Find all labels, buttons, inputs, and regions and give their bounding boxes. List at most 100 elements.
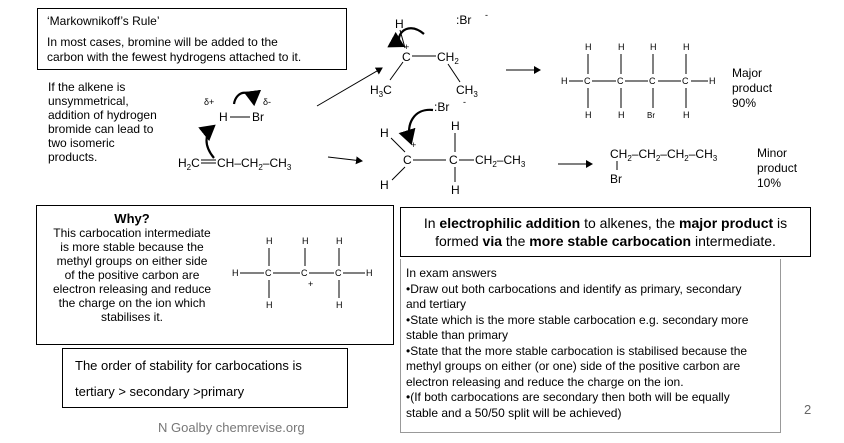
svg-text:H: H (709, 76, 716, 86)
svg-text:H: H (585, 42, 592, 52)
text-run: formed (435, 233, 483, 249)
electrophilic-line-2: formed via the more stable carbocation i… (401, 233, 810, 250)
rule-title: ‘Markownikoff’s Rule’ (47, 14, 160, 28)
top-c: C (402, 50, 411, 64)
curly-arrow-alkene (198, 124, 216, 159)
curly-arrow-br-top (387, 27, 425, 48)
top-h: H (395, 17, 404, 31)
top-ch2: CH2 (437, 50, 459, 66)
exam-line: •(If both carbocations are secondary the… (406, 390, 730, 404)
br-ion-bottom: :Br (434, 100, 449, 114)
why-title: Why? (114, 211, 150, 226)
svg-text:H: H (683, 110, 690, 120)
minor-label: product (757, 161, 798, 175)
minor-br: Br (610, 172, 622, 186)
exam-answers-box: In exam answers •Draw out both carbocati… (400, 260, 780, 432)
hbr-h: H (219, 110, 228, 124)
svg-text:H: H (618, 110, 625, 120)
intro-line: If the alkene is (48, 80, 126, 94)
exam-box-border (400, 432, 780, 433)
exam-line: methyl groups on either (or one) side of… (406, 359, 741, 373)
why-line: methyl groups on either side (56, 254, 208, 268)
top-h3c: H3C (370, 83, 392, 99)
stability-box: The order of stability for carbocations … (62, 348, 348, 408)
bot-h-top: H (451, 119, 460, 133)
text-run: electrophilic addition (439, 215, 581, 231)
exam-box-border (780, 259, 781, 433)
text-run: the (502, 233, 530, 249)
br-ion-top: :Br (456, 13, 471, 27)
rule-line-2: carbon with the fewest hydrogens attache… (47, 50, 302, 64)
major-label: product (732, 81, 773, 95)
curly-arrow-hbr (232, 89, 262, 107)
intro-line: unsymmetrical, (48, 94, 129, 108)
intro-text: If the alkene is unsymmetrical, addition… (48, 80, 157, 164)
svg-text:H: H (585, 110, 592, 120)
svg-text:H: H (618, 42, 625, 52)
major-label: Major (732, 66, 762, 80)
rule-box: ‘Markownikoff’s Rule’ In most cases, bro… (37, 8, 347, 70)
svg-text:H: H (683, 42, 690, 52)
svg-text:C: C (617, 76, 624, 86)
minor-label: 10% (757, 176, 781, 190)
rule-line-1: In most cases, bromine will be added to … (47, 35, 278, 49)
why-line: the charge on the ion which (58, 296, 206, 310)
text-run: via (482, 233, 503, 249)
alkene-formula: H2C (178, 156, 200, 172)
delta-minus: δ- (263, 97, 271, 107)
stability-line-2: tertiary > secondary >primary (75, 384, 245, 399)
svg-text:C: C (649, 76, 656, 86)
text-run: intermediate. (691, 233, 776, 249)
why-line: electron releasing and reduce (52, 282, 212, 296)
major-product-structure: H H H H H C C C C H H H Br H (561, 42, 716, 120)
page-number: 2 (804, 402, 812, 417)
hbr-br: Br (252, 110, 264, 124)
bot-c1: C (403, 153, 412, 167)
svg-text:C: C (584, 76, 591, 86)
electrophilic-line-1: In electrophilic addition to alkenes, th… (401, 215, 810, 232)
bot-h-left-top: H (380, 126, 389, 140)
delta-plus: δ+ (204, 97, 214, 107)
electrophilic-box: In electrophilic addition to alkenes, th… (400, 207, 811, 257)
major-label: 90% (732, 96, 756, 110)
stability-line-1: The order of stability for carbocations … (75, 358, 302, 373)
svg-text:C: C (682, 76, 689, 86)
bot-c2: C (449, 153, 458, 167)
why-line: stabilises it. (100, 310, 164, 324)
text-run: In (423, 215, 440, 231)
why-line: is more stable because the (60, 240, 204, 254)
exam-line: •Draw out both carbocations and identify… (406, 281, 742, 296)
text-run: to alkenes, the (580, 215, 680, 231)
top-ch3: CH3 (456, 83, 478, 99)
minor-formula: CH2–CH2–CH2–CH3 (610, 147, 718, 163)
exam-line: •State which is the more stable carbocat… (406, 312, 749, 327)
text-run: is (773, 215, 788, 231)
bot-chain: CH2–CH3 (475, 153, 526, 169)
svg-text:Br: Br (647, 111, 655, 120)
svg-text:H: H (561, 76, 568, 86)
exam-line: •State that the more stable carbocation … (406, 343, 748, 358)
exam-line: stable than primary (406, 328, 509, 342)
br-ion-minus: - (485, 10, 488, 20)
text-run: major product (679, 215, 774, 231)
exam-line: and tertiary (406, 297, 467, 311)
bot-h-left-bottom: H (380, 178, 389, 192)
intro-line: two isomeric (48, 136, 115, 150)
intro-line: bromide can lead to (48, 122, 154, 136)
plus-top: + (404, 42, 409, 52)
text-run: more stable carbocation (529, 233, 692, 249)
alkene-rest: CH–CH2–CH3 (217, 156, 292, 172)
exam-box-border (400, 259, 401, 433)
curly-arrow-br-bottom (398, 108, 434, 146)
footer-credit: N Goalby chemrevise.org (158, 420, 305, 435)
intro-line: products. (48, 150, 98, 164)
why-line: of the positive carbon are (64, 268, 200, 282)
why-line: This carbocation intermediate (53, 226, 211, 240)
minor-label: Minor (757, 146, 787, 160)
svg-text:H: H (650, 42, 657, 52)
why-box: Why? This carbocation intermediate is mo… (36, 205, 394, 345)
plus-bottom: + (411, 140, 416, 150)
br-ion-minus: - (463, 97, 466, 107)
